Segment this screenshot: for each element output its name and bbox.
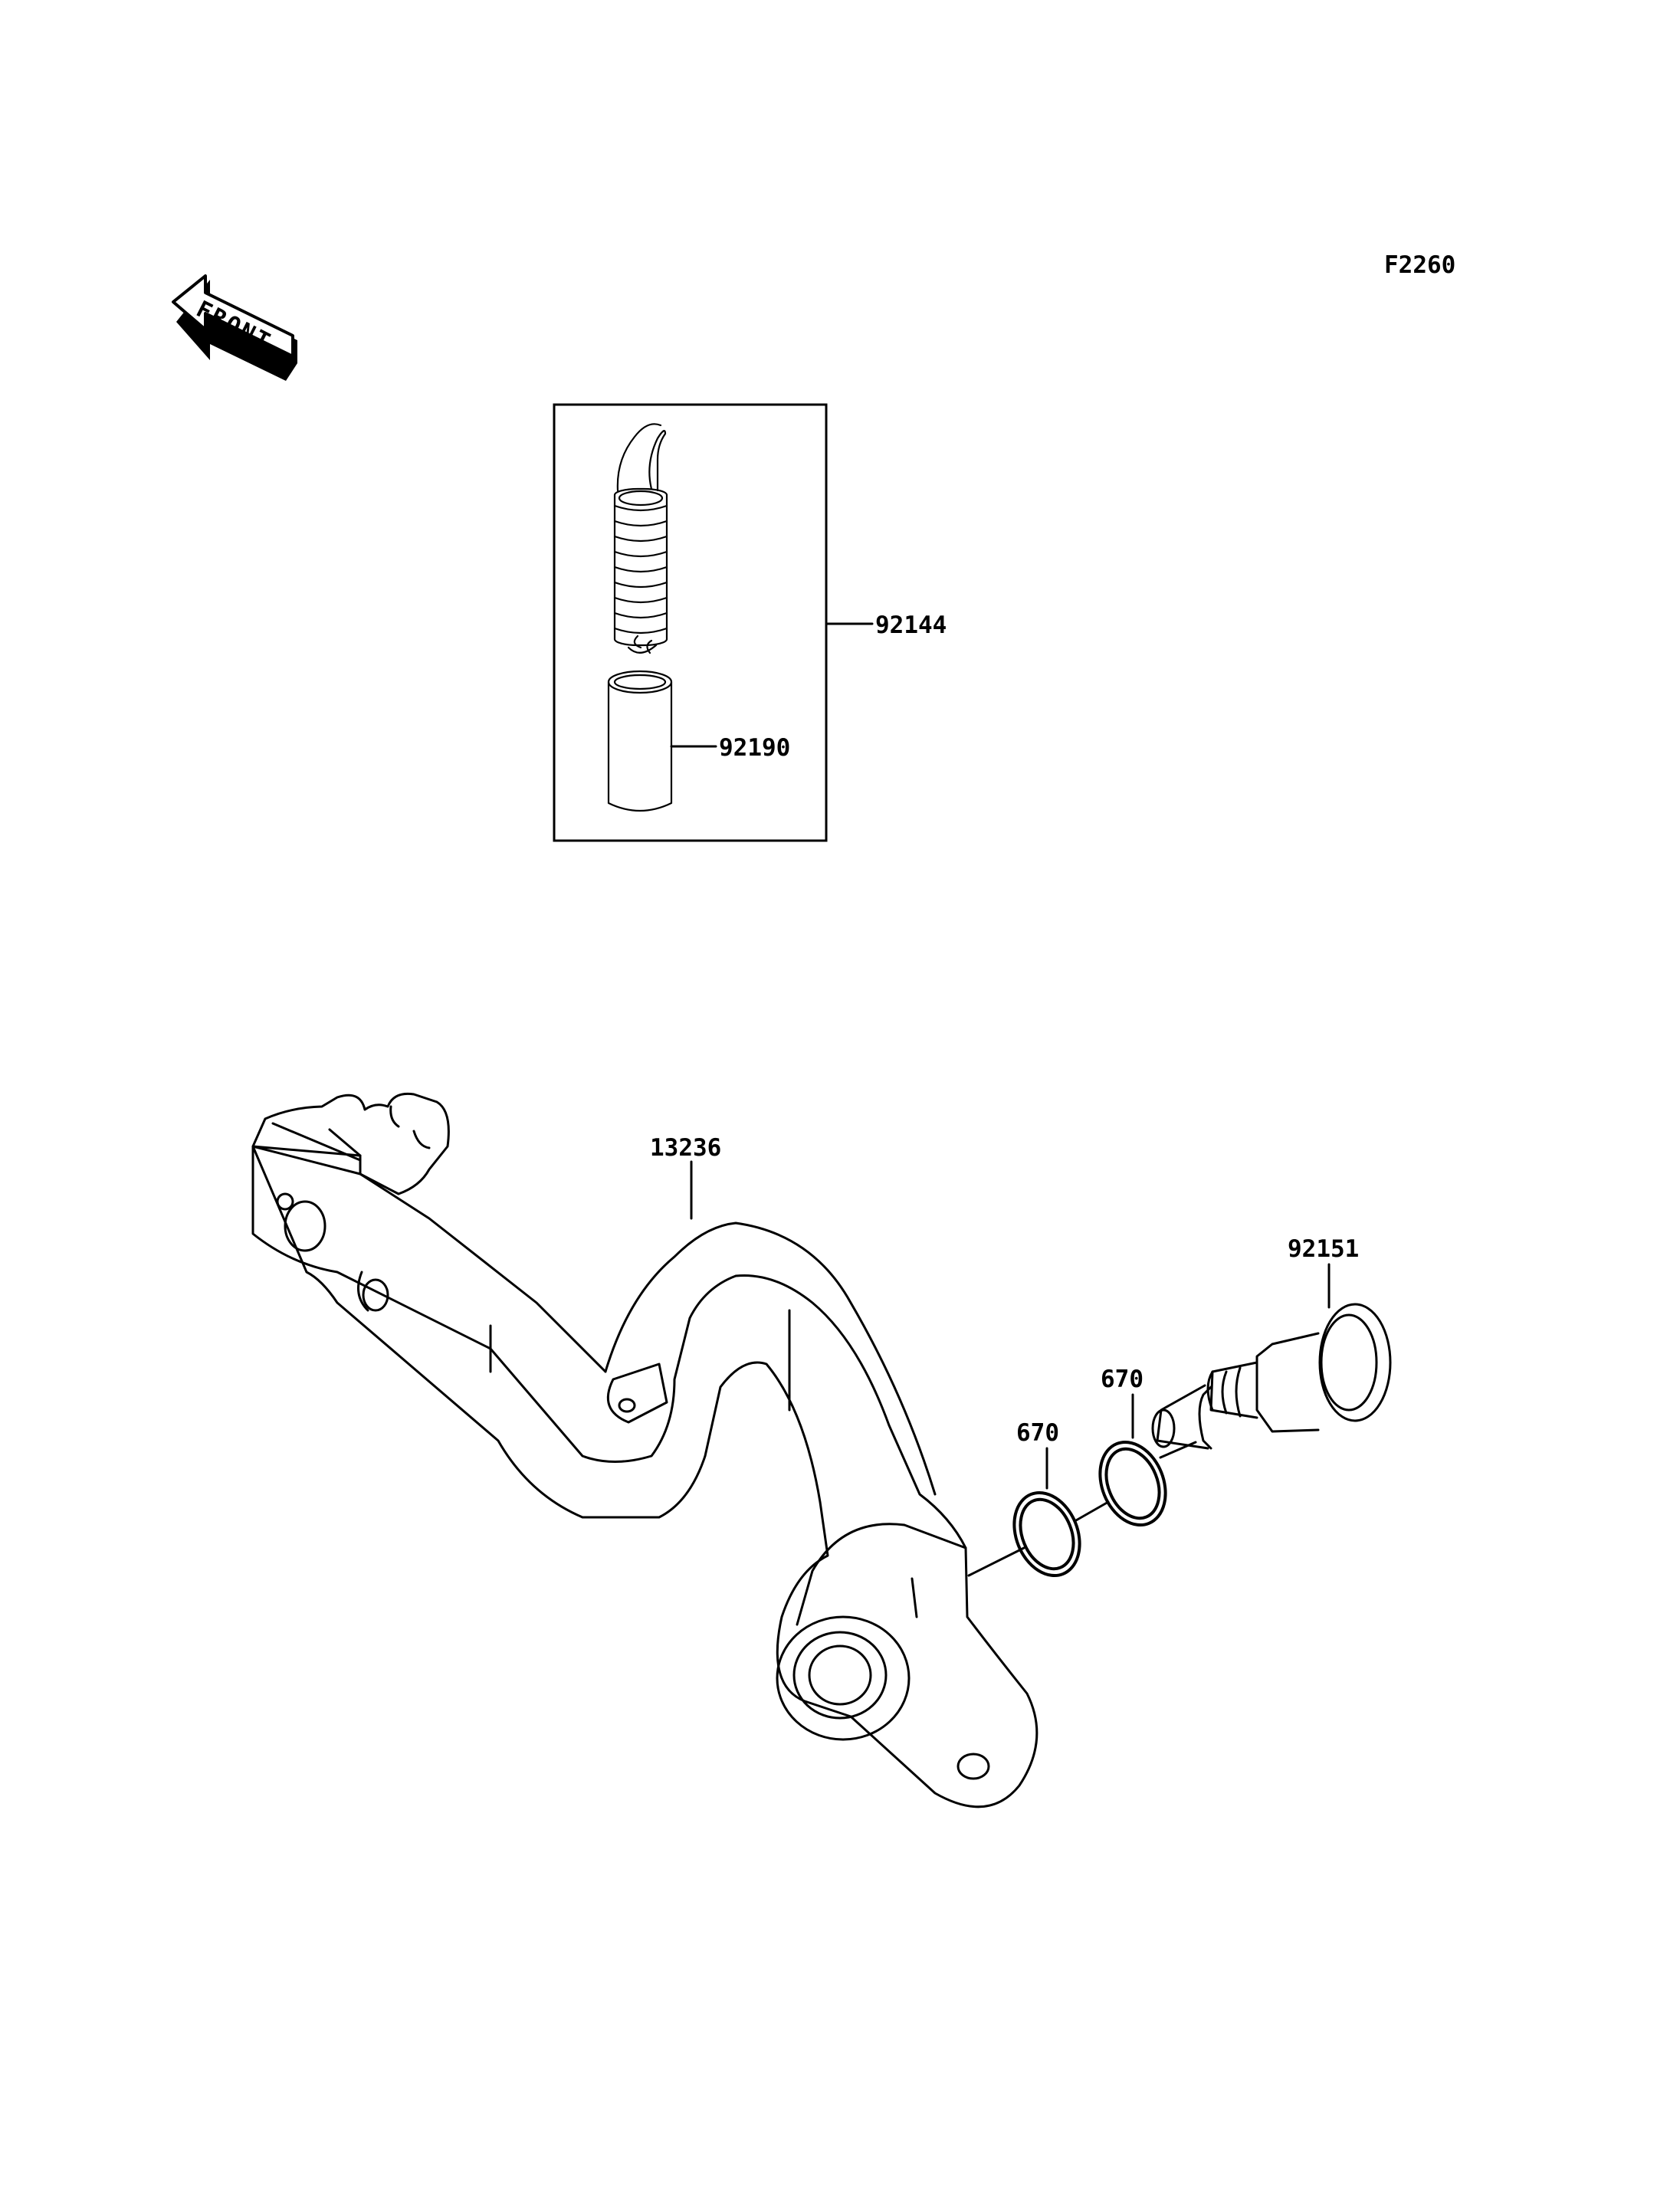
label-92190: 92190 — [719, 734, 790, 762]
o-ring-b-icon — [1098, 1440, 1167, 1527]
assembly-axis-line — [967, 1441, 1197, 1577]
shaft-icon — [1151, 1303, 1392, 1450]
collar-icon — [607, 670, 673, 812]
brake-pedal-icon — [251, 1092, 1039, 1808]
label-13236: 13236 — [650, 1134, 721, 1162]
label-92144: 92144 — [875, 612, 947, 639]
label-92151: 92151 — [1288, 1235, 1359, 1263]
label-670-b: 670 — [1101, 1366, 1144, 1393]
o-ring-a-icon — [1012, 1490, 1081, 1578]
front-arrow-icon: FRONT — [172, 274, 297, 381]
kit-box — [553, 403, 828, 842]
spring-icon — [613, 423, 668, 654]
figure-code: F2260 — [1384, 251, 1455, 279]
label-670-a: 670 — [1016, 1419, 1059, 1447]
